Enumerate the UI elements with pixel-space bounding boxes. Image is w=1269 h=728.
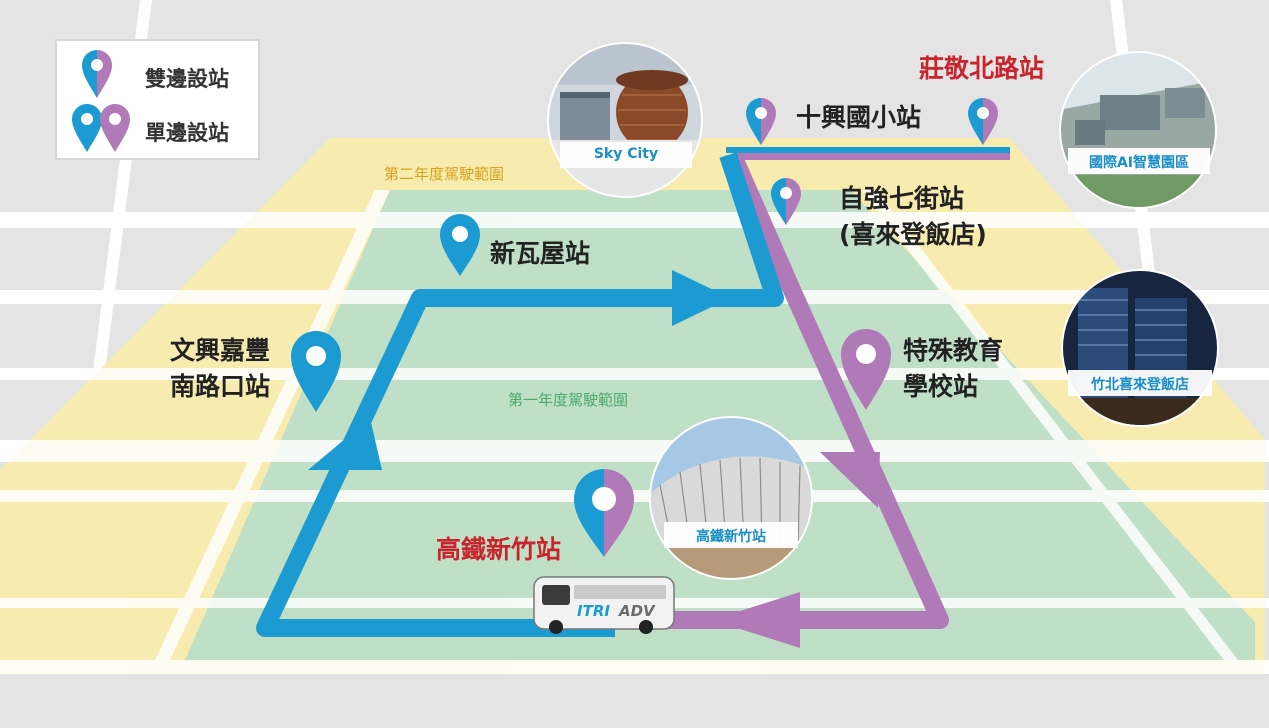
station-xinwawu: 新瓦屋站 — [490, 239, 591, 268]
legend-pin-single-blue-icon — [72, 104, 102, 152]
station-special-line2: 學校站 — [903, 372, 979, 401]
pin-special-school — [841, 329, 891, 410]
legend-icons — [72, 50, 130, 152]
station-hsr: 高鐵新竹站 — [436, 535, 562, 564]
zone-label-year-two: 第二年度駕駛範圍 — [384, 165, 505, 183]
zone-label-year-one: 第一年度駕駛範圍 — [508, 391, 629, 409]
pin-shixing-a — [746, 98, 776, 145]
pin-wenxing — [291, 331, 341, 412]
photo-hsr — [649, 416, 813, 580]
station-ziqiang-line2: (喜來登飯店) — [839, 220, 987, 249]
route-blue-arrow-up — [308, 418, 382, 470]
caption-sheraton: 竹北喜來登飯店 — [1091, 377, 1189, 393]
route-blue — [256, 152, 784, 637]
pin-ziqiang — [771, 178, 801, 225]
caption-hsr: 高鐵新竹站 — [696, 529, 766, 545]
legend-one-side: 單邊設站 — [145, 121, 229, 145]
caption-bar-hsr — [664, 522, 798, 548]
legend-pin-both-icon — [82, 50, 112, 98]
station-wenxing-line2: 南路口站 — [170, 372, 271, 401]
caption-bar-ai — [1068, 148, 1210, 174]
legend: 雙邊設站 單邊設站 — [55, 39, 260, 160]
pin-xinwawu — [440, 214, 480, 276]
station-special-line1: 特殊教育 — [903, 336, 1004, 365]
bus-logo-adv: ADV — [619, 602, 655, 620]
route-blue-arrow-right — [672, 270, 730, 326]
station-zhuangjing: 莊敬北路站 — [919, 54, 1045, 83]
legend-pin-single-purple-icon — [100, 104, 130, 152]
station-ziqiang-line1: 自強七街站 — [839, 184, 965, 213]
route-purple-arrow-down — [820, 452, 880, 508]
legend-both-sides: 雙邊設站 — [145, 67, 229, 91]
pin-hsr — [574, 469, 634, 557]
autonomous-bus — [533, 576, 675, 634]
caption-skycity: Sky City — [593, 146, 659, 162]
station-shixing: 十興國小站 — [796, 103, 922, 132]
bus-logo-itri: ITRI — [577, 602, 610, 620]
pin-shixing-b — [968, 98, 998, 145]
station-wenxing-line1: 文興嘉豐 — [170, 336, 271, 365]
caption-bar-sheraton — [1068, 370, 1212, 396]
route-purple-arrow-left — [712, 592, 800, 648]
caption-ai-park: 國際AI智慧園區 — [1088, 155, 1190, 171]
caption-bar-skycity — [560, 142, 692, 168]
road-bottom — [0, 674, 1269, 728]
